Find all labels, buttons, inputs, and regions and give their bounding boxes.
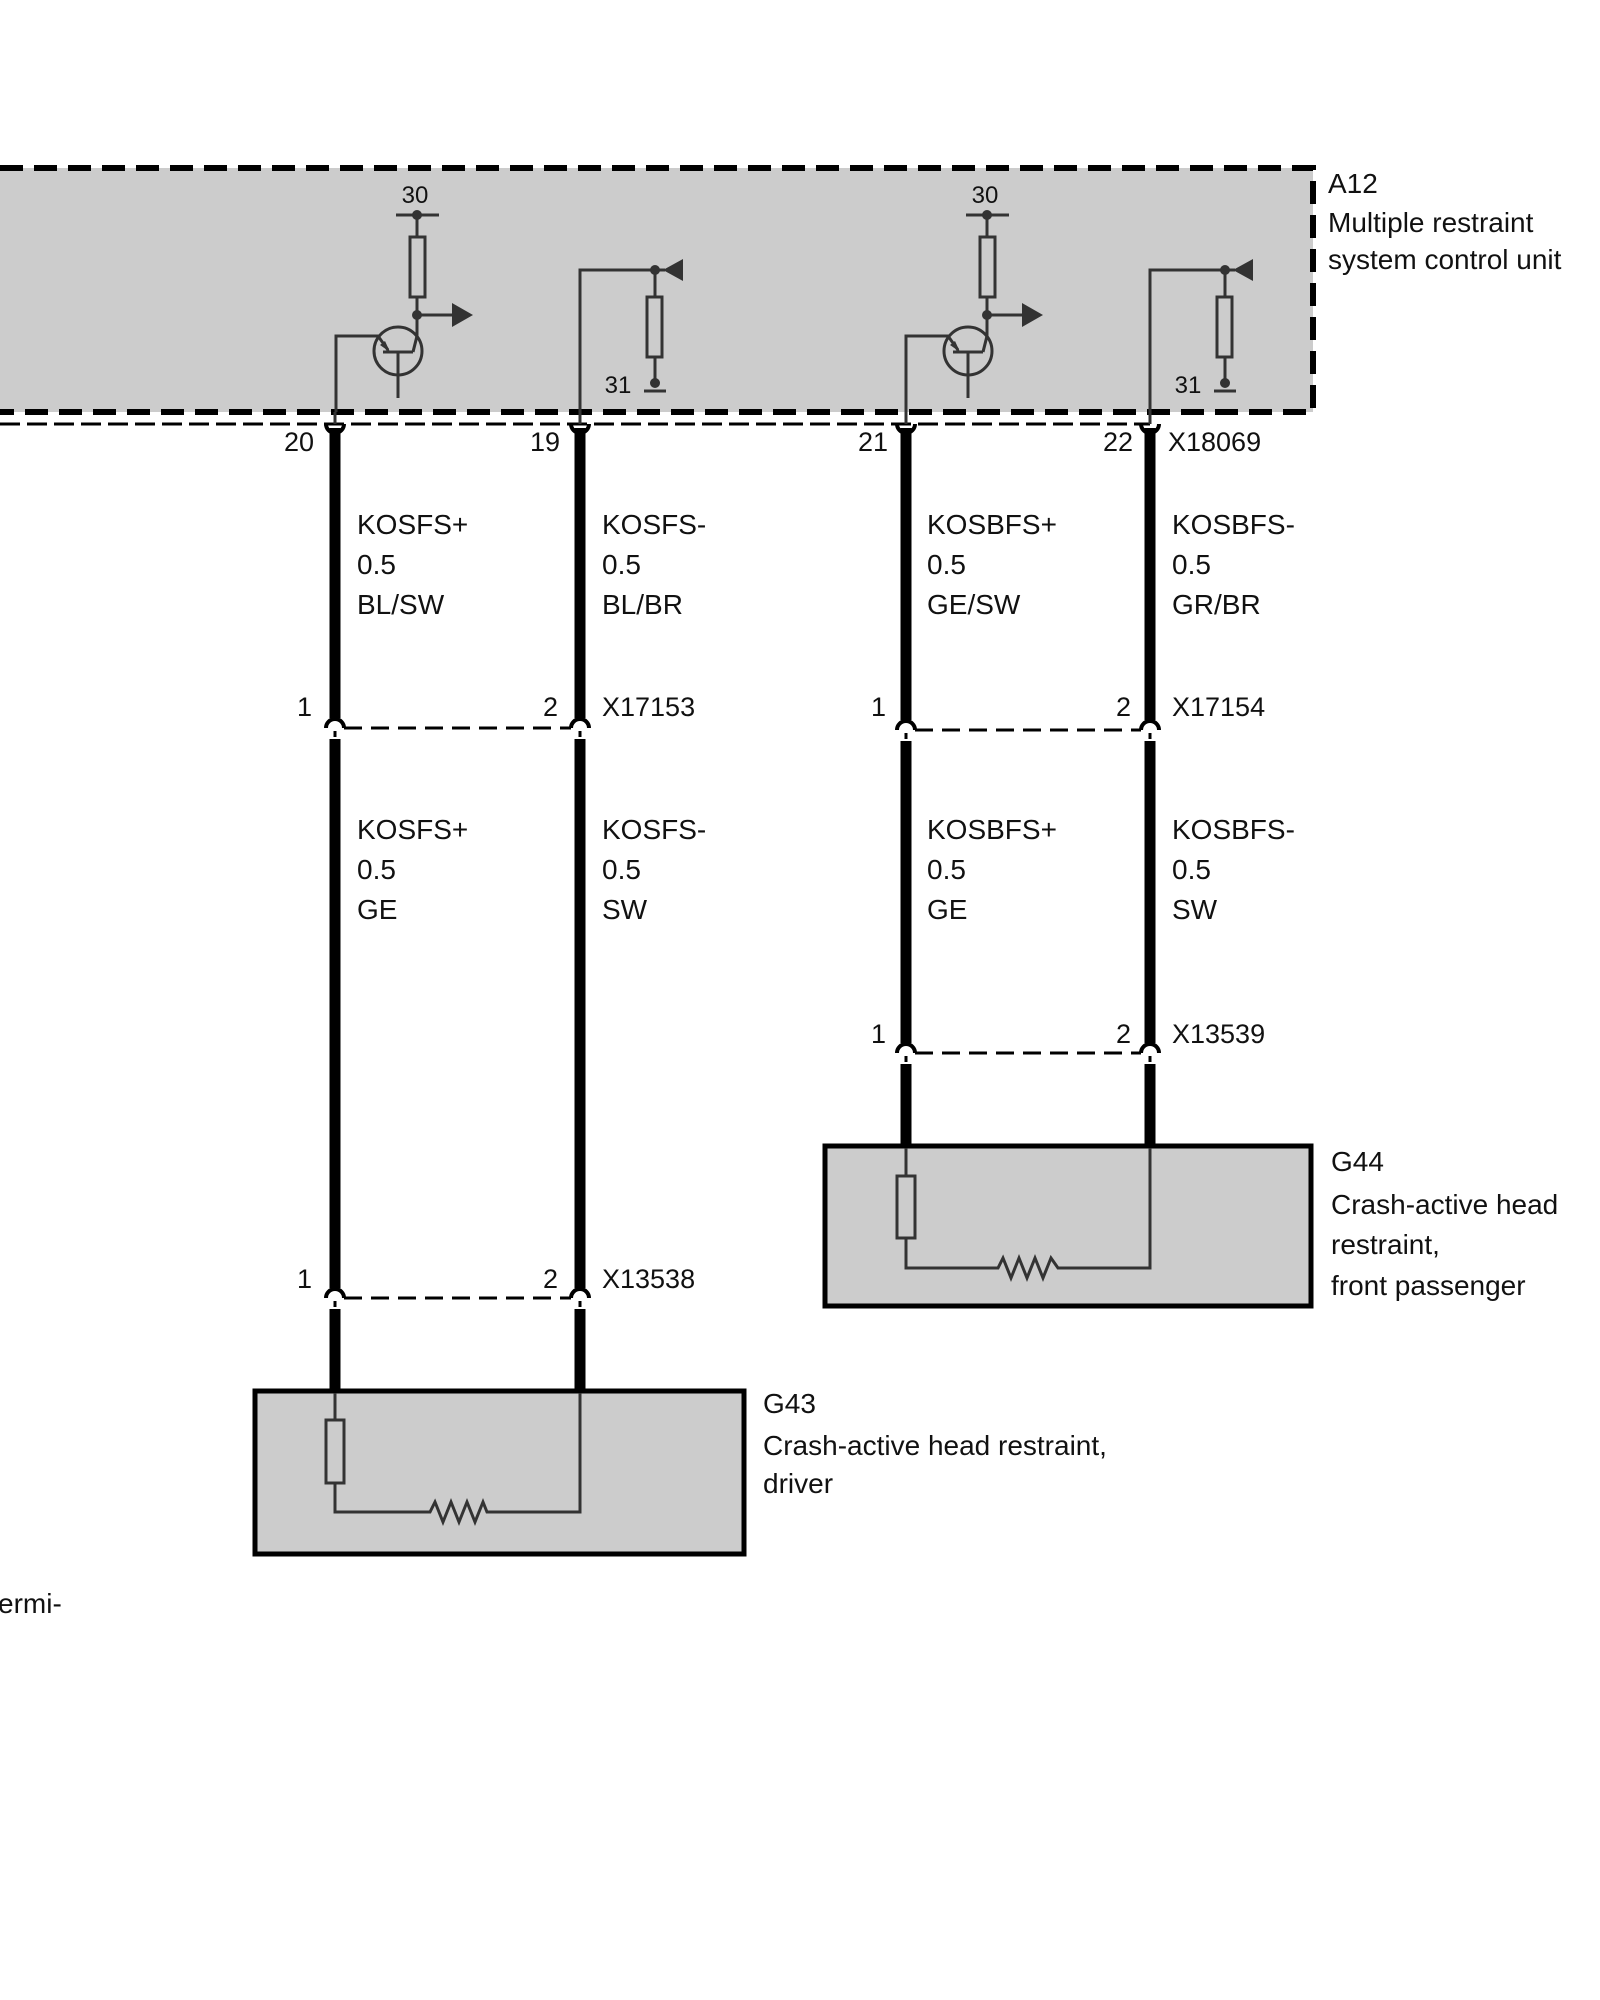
- wire-segment: [1148, 268, 1235, 412]
- wire-signal: KOSBFS-: [1172, 814, 1295, 845]
- supply-30-label: 30: [972, 182, 999, 209]
- wire-color: GE: [357, 894, 397, 925]
- connector-cap-icon: [1139, 719, 1161, 731]
- wire-color: SW: [602, 894, 648, 925]
- connector-id: X13539: [1172, 1019, 1265, 1049]
- supply-30-label: 30: [402, 182, 429, 209]
- ground-31-label: 31: [605, 372, 632, 399]
- input-arrow-icon: [1233, 259, 1253, 281]
- connector-pin-label: 2: [1116, 1019, 1131, 1049]
- output-stage-2: 30: [904, 182, 1043, 412]
- junction-dot: [650, 378, 660, 388]
- emitter-arrow-icon: [380, 341, 390, 352]
- connector-cap-icon: [569, 1287, 591, 1299]
- control-unit-name-line2: system control unit: [1328, 244, 1562, 275]
- wire-label-kosbfs-minus-lower: KOSBFS- 0.5 SW: [1172, 814, 1295, 925]
- connector-pin-label: 1: [297, 1264, 312, 1294]
- footnote-fragment: ermi-: [0, 1588, 62, 1619]
- harness-wires: [324, 412, 1161, 1391]
- control-unit-id: A12: [1328, 168, 1378, 199]
- wire-signal: KOSBFS+: [927, 509, 1057, 540]
- connector-pin-label: 1: [871, 692, 886, 722]
- wire-size: 0.5: [357, 549, 396, 580]
- wire-color: GR/BR: [1172, 589, 1261, 620]
- connector-id: X13538: [602, 1264, 695, 1294]
- wire-size: 0.5: [1172, 854, 1211, 885]
- component-g44: G44 Crash-active head restraint, front p…: [822, 1143, 1558, 1309]
- wire-size: 0.5: [602, 854, 641, 885]
- wire-segment: [578, 268, 665, 412]
- wire-size: 0.5: [927, 549, 966, 580]
- wire-color: BL/BR: [602, 589, 683, 620]
- wire-signal: KOSFS+: [357, 814, 468, 845]
- component-name-line1: Crash-active head restraint,: [763, 1430, 1107, 1461]
- wire-color: GE: [927, 894, 967, 925]
- component-g43: G43 Crash-active head restraint, driver: [252, 1388, 1107, 1557]
- wire-label-kosfs-minus-lower: KOSFS- 0.5 SW: [602, 814, 706, 925]
- wire-color: SW: [1172, 894, 1218, 925]
- connector-id: X17154: [1172, 692, 1265, 722]
- ecu-connector-id: X18069: [1168, 427, 1261, 457]
- wire-size: 0.5: [602, 549, 641, 580]
- control-unit-name-line1: Multiple restraint: [1328, 207, 1534, 238]
- wire-size: 0.5: [1172, 549, 1211, 580]
- sense-stage-1: 31: [578, 259, 683, 412]
- component-body: [822, 1143, 1314, 1309]
- connector-cap-icon: [324, 1287, 346, 1299]
- connector-cap-icon: [895, 1042, 917, 1054]
- input-arrow-icon: [663, 259, 683, 281]
- connector-pin-label: 2: [543, 692, 558, 722]
- wire-label-kosfs-plus-upper: KOSFS+ 0.5 BL/SW: [357, 509, 468, 620]
- control-unit-a12: 30 31 30: [0, 165, 1562, 426]
- connector-cap-icon: [324, 717, 346, 729]
- wire-signal: KOSBFS-: [1172, 509, 1295, 540]
- heating-element-icon: [333, 1393, 582, 1527]
- sense-stage-2: 31: [1148, 259, 1253, 412]
- ecu-pin-label: 22: [1103, 427, 1133, 457]
- wire-label-kosbfs-plus-lower: KOSBFS+ 0.5 GE: [927, 814, 1057, 925]
- connector-pin-label: 2: [543, 1264, 558, 1294]
- connector-cap-icon: [895, 719, 917, 731]
- wire-size: 0.5: [357, 854, 396, 885]
- component-body: [252, 1388, 747, 1557]
- emitter-arrow-icon: [950, 341, 960, 352]
- wire-label-kosbfs-plus-upper: KOSBFS+ 0.5 GE/SW: [927, 509, 1057, 620]
- wire-color: BL/SW: [357, 589, 445, 620]
- connector-id: X17153: [602, 692, 695, 722]
- ecu-pin-label: 20: [284, 427, 314, 457]
- wire-color: GE/SW: [927, 589, 1021, 620]
- junction-dot: [1220, 378, 1230, 388]
- output-arrow-icon: [1022, 303, 1043, 327]
- component-id: G43: [763, 1388, 816, 1419]
- connector-pin-label: 1: [297, 692, 312, 722]
- ecu-pin-label: 19: [530, 427, 560, 457]
- component-name-line2: restraint,: [1331, 1229, 1440, 1260]
- wire-size: 0.5: [927, 854, 966, 885]
- component-id: G44: [1331, 1146, 1384, 1177]
- transistor-lead: [981, 335, 989, 353]
- transistor-lead: [411, 335, 419, 353]
- control-unit-dashed-border: [0, 165, 1316, 415]
- wire-label-kosfs-minus-upper: KOSFS- 0.5 BL/BR: [602, 509, 706, 620]
- connector-cap-icon: [1139, 1042, 1161, 1054]
- wire-signal: KOSFS-: [602, 509, 706, 540]
- ground-31-label: 31: [1175, 372, 1202, 399]
- connector-pin-label: 1: [871, 1019, 886, 1049]
- component-name-line1: Crash-active head: [1331, 1189, 1558, 1220]
- connector-pin-label: 2: [1116, 692, 1131, 722]
- component-name-line3: front passenger: [1331, 1270, 1526, 1301]
- output-stage-1: 30: [334, 182, 473, 412]
- connector-cap-icon: [569, 717, 591, 729]
- wire-label-kosbfs-minus-upper: KOSBFS- 0.5 GR/BR: [1172, 509, 1295, 620]
- wire-signal: KOSBFS+: [927, 814, 1057, 845]
- wire-signal: KOSFS-: [602, 814, 706, 845]
- heating-element-icon: [904, 1148, 1152, 1283]
- ecu-pin-label: 21: [858, 427, 888, 457]
- component-name-line2: driver: [763, 1468, 833, 1499]
- wire-signal: KOSFS+: [357, 509, 468, 540]
- output-arrow-icon: [452, 303, 473, 327]
- wire-label-kosfs-plus-lower: KOSFS+ 0.5 GE: [357, 814, 468, 925]
